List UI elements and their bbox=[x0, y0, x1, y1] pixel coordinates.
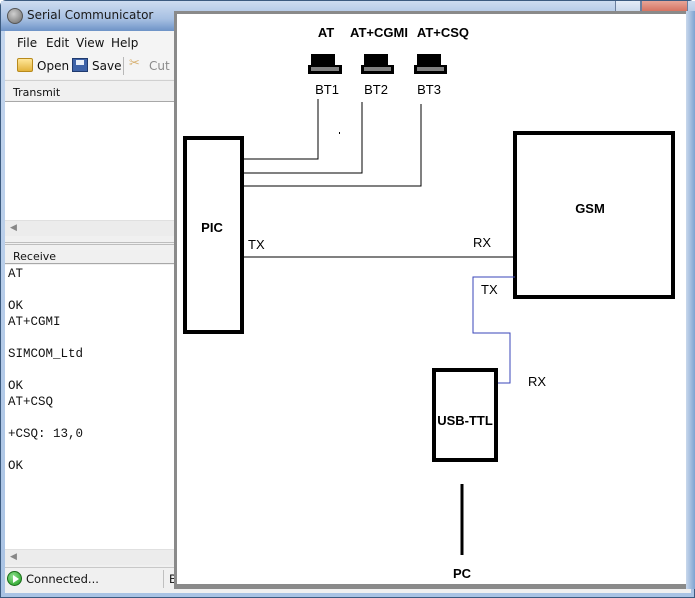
receive-line: OK bbox=[8, 459, 24, 473]
stray-dot bbox=[339, 132, 340, 134]
scroll-left-icon[interactable]: ◀ bbox=[10, 552, 17, 562]
diagram-scrollbar[interactable] bbox=[686, 11, 695, 589]
app-icon bbox=[7, 8, 23, 24]
bt3-command-label: AT+CSQ bbox=[417, 25, 469, 40]
bt1-wire bbox=[242, 99, 319, 160]
bt3-label: BT3 bbox=[417, 82, 441, 97]
pic-block bbox=[183, 136, 244, 334]
status-separator bbox=[163, 570, 164, 588]
usb-rx-label: RX bbox=[528, 374, 546, 389]
bt1-command-label: AT bbox=[318, 25, 334, 40]
receive-line: SIMCOM_Ltd bbox=[8, 347, 84, 361]
folder-icon bbox=[17, 58, 33, 72]
menu-help[interactable]: Help bbox=[111, 36, 139, 50]
menu-edit[interactable]: Edit bbox=[46, 36, 70, 50]
menu-view[interactable]: View bbox=[76, 36, 105, 50]
bt3-wire bbox=[242, 104, 422, 187]
bt1-label: BT1 bbox=[315, 82, 339, 97]
bt1-button-icon bbox=[308, 54, 342, 74]
transmit-label: Transmit bbox=[13, 86, 61, 99]
receive-line: AT+CSQ bbox=[8, 395, 54, 409]
receive-output[interactable]: AT OK AT+CGMI SIMCOM_Ltd OK AT+CSQ +CSQ:… bbox=[5, 265, 177, 549]
toolbar: Open Save ✂ Cut bbox=[5, 53, 185, 79]
receive-scrollbar[interactable]: ◀ bbox=[5, 549, 177, 565]
transmit-scrollbar[interactable]: ◀ bbox=[5, 220, 177, 236]
receive-line: AT bbox=[8, 267, 24, 281]
menu-file[interactable]: File bbox=[17, 36, 38, 50]
gsm-block bbox=[513, 131, 675, 299]
receive-line: AT+CGMI bbox=[8, 315, 61, 329]
bt2-command-label: AT+CGMI bbox=[350, 25, 408, 40]
diagram-window: AT AT+CGMI AT+CSQ BT1 BT2 BT3 bbox=[174, 11, 695, 589]
usb-ttl-block bbox=[432, 368, 498, 462]
open-label: Open bbox=[37, 59, 70, 73]
cut-label: Cut bbox=[149, 59, 170, 73]
status-field-2: B bbox=[169, 572, 177, 586]
gsm-tx-label: TX bbox=[481, 282, 498, 297]
gsm-to-usb-wire bbox=[472, 276, 515, 384]
receive-line: OK bbox=[8, 299, 24, 313]
transmit-input[interactable] bbox=[5, 102, 177, 220]
receive-line: +CSQ: 13,0 bbox=[8, 427, 84, 441]
bt2-label: BT2 bbox=[364, 82, 388, 97]
scissors-icon: ✂ bbox=[129, 56, 140, 71]
connection-status: Connected... bbox=[26, 572, 99, 586]
pic-tx-label: TX bbox=[248, 237, 265, 252]
receive-header: Receive bbox=[5, 242, 177, 264]
floppy-disk-icon bbox=[72, 58, 88, 72]
window-title: Serial Communicator bbox=[27, 8, 154, 22]
bt2-wire bbox=[242, 102, 363, 174]
pc-label: PC bbox=[453, 566, 472, 581]
bt3-button-icon bbox=[414, 54, 447, 74]
bt2-button-icon bbox=[361, 54, 394, 74]
save-label: Save bbox=[92, 59, 122, 73]
menu-bar: File Edit View Help bbox=[5, 31, 185, 53]
receive-label: Receive bbox=[13, 250, 57, 263]
circuit-diagram: AT AT+CGMI AT+CSQ BT1 BT2 BT3 bbox=[183, 25, 675, 581]
gsm-rx-label: RX bbox=[473, 235, 491, 250]
transmit-header: Transmit bbox=[5, 80, 177, 102]
connected-play-icon bbox=[7, 571, 22, 586]
pic-label: PIC bbox=[201, 220, 223, 235]
receive-line: OK bbox=[8, 379, 24, 393]
gsm-label: GSM bbox=[575, 201, 605, 216]
scroll-left-icon[interactable]: ◀ bbox=[10, 223, 17, 233]
toolbar-separator bbox=[123, 57, 124, 75]
diagram-canvas: AT AT+CGMI AT+CSQ BT1 BT2 BT3 bbox=[177, 14, 686, 584]
usb-ttl-label: USB-TTL bbox=[437, 413, 493, 428]
